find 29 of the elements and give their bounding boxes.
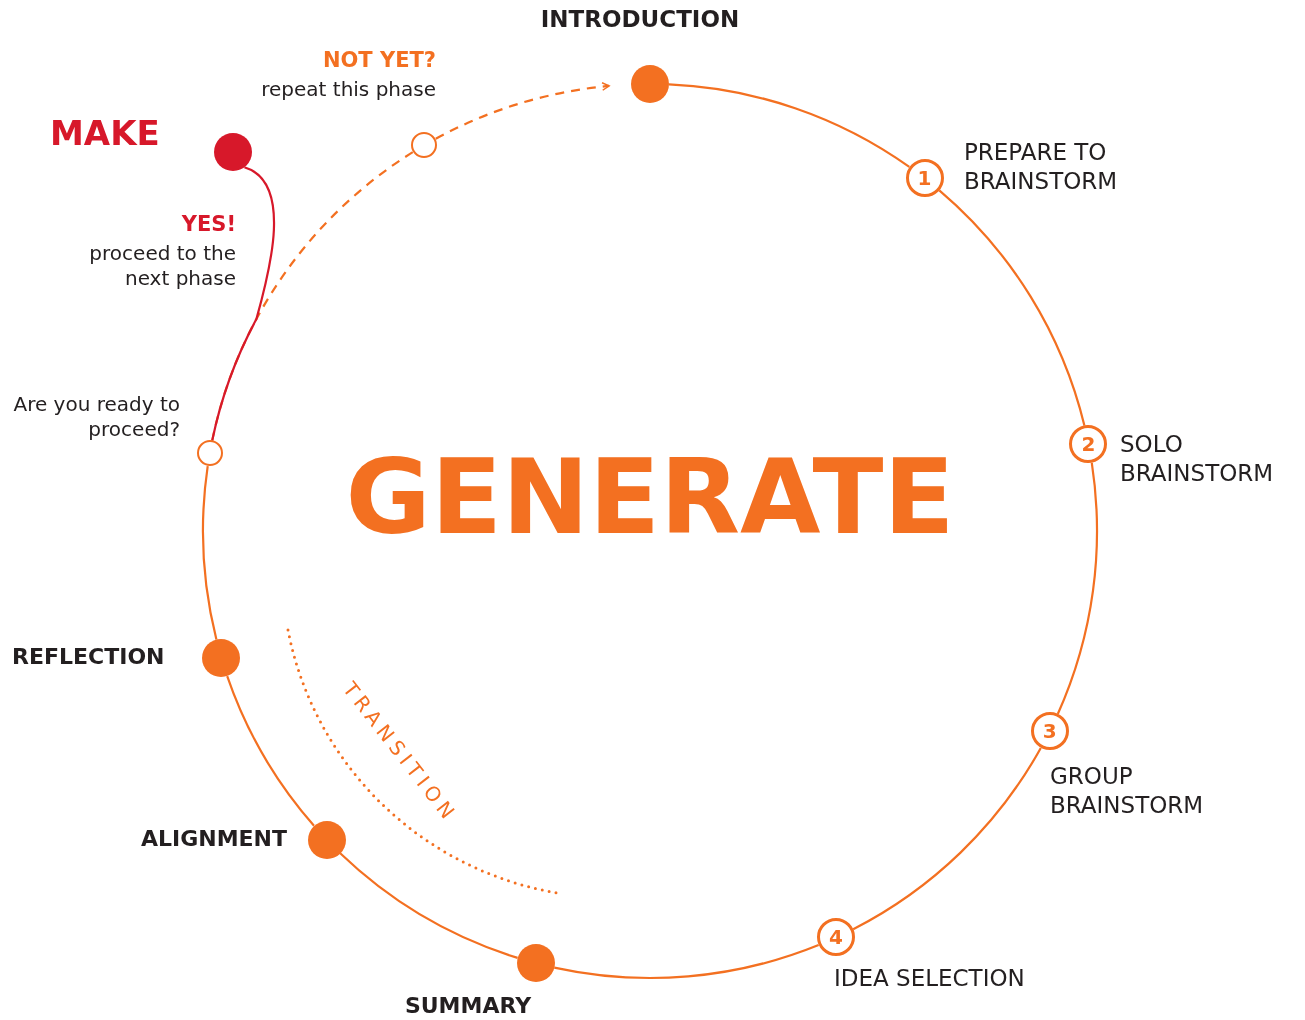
step-number: 4	[817, 918, 856, 957]
answer-label: YES!	[180, 211, 236, 238]
connector-line	[554, 943, 819, 979]
heading-label: SUMMARY	[403, 992, 533, 1020]
step-label: IDEA SELECTION	[834, 964, 1026, 993]
connector-line	[211, 166, 275, 441]
step-number: 2	[1069, 425, 1108, 464]
step-label: GROUP BRAINSTORM	[1050, 762, 1205, 820]
connector-line	[435, 82, 610, 140]
step-number: 3	[1030, 712, 1069, 751]
connector-line	[339, 852, 518, 959]
connector-line	[226, 675, 315, 827]
connector-line	[668, 83, 910, 168]
heading-label: NOT YET?	[321, 47, 436, 74]
step-label: Are you ready to proceed?	[12, 392, 180, 442]
step-label: repeat this phase	[260, 77, 436, 102]
connector-line	[202, 466, 218, 640]
heading-label: ALIGNMENT	[139, 825, 287, 853]
heading-label: REFLECTION	[12, 643, 166, 671]
heading-label: MAKE	[50, 112, 161, 155]
step-number: 1	[905, 159, 944, 198]
step-label: PREPARE TO BRAINSTORM	[964, 138, 1119, 196]
connector-line	[938, 189, 1086, 426]
connector-line	[852, 747, 1042, 931]
heading-label: INTRODUCTION	[539, 5, 741, 34]
step-label: SOLO BRAINSTORM	[1120, 430, 1275, 488]
connector-line	[1056, 462, 1098, 715]
title: GENERATE	[344, 440, 956, 555]
note-text: proceed to the next phase	[88, 241, 236, 291]
